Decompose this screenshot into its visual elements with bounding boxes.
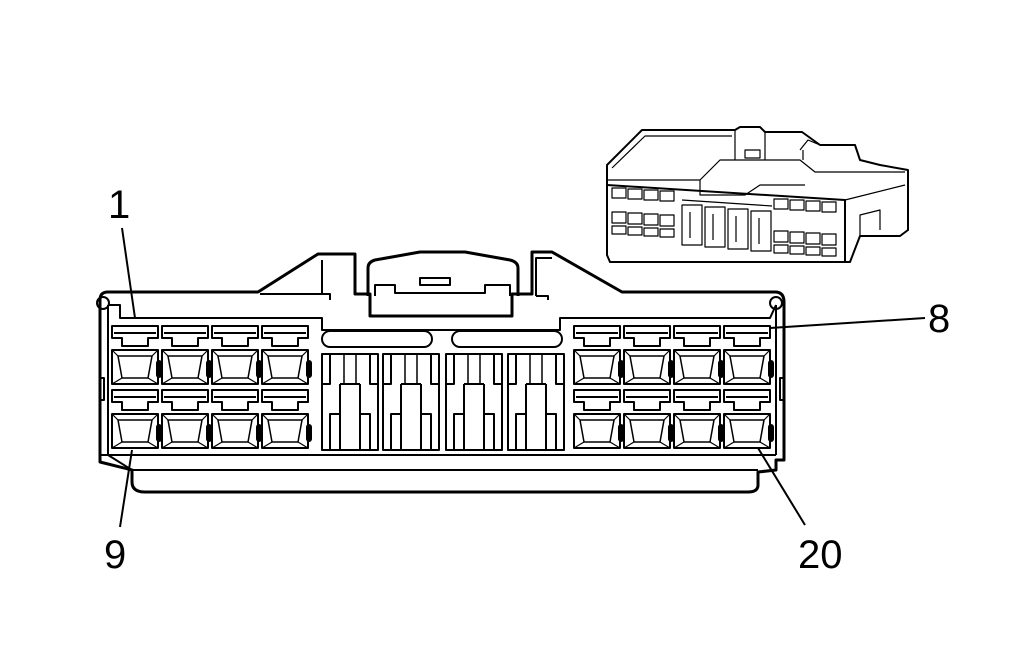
cavity-1 <box>111 325 162 385</box>
cavity-15 <box>445 353 503 451</box>
pin-label-1: 1 <box>108 183 130 227</box>
pin-label-9: 9 <box>104 533 126 577</box>
cavity-11 <box>211 389 262 449</box>
cavity-16 <box>507 353 565 451</box>
cavity-6 <box>623 325 674 385</box>
pin-label-20: 20 <box>798 533 843 577</box>
cavity-9 <box>111 389 162 449</box>
cavity-20 <box>723 389 774 449</box>
cavity-12 <box>261 389 312 449</box>
cavity-14 <box>382 353 440 451</box>
connector-isometric-view <box>606 126 909 263</box>
cavity-18 <box>623 389 674 449</box>
terminal-cavities <box>111 325 774 451</box>
cavity-7 <box>673 325 724 385</box>
cavity-2 <box>161 325 212 385</box>
pin-label-8: 8 <box>928 297 950 341</box>
cavity-17 <box>573 389 624 449</box>
cavity-19 <box>673 389 724 449</box>
cavity-4 <box>261 325 312 385</box>
cavity-13 <box>321 353 379 451</box>
cavity-10 <box>161 389 212 449</box>
leader-lines <box>119 227 926 528</box>
cavity-8 <box>723 325 774 385</box>
connector-front-view <box>96 250 786 494</box>
cavity-5 <box>573 325 624 385</box>
cavity-3 <box>211 325 262 385</box>
